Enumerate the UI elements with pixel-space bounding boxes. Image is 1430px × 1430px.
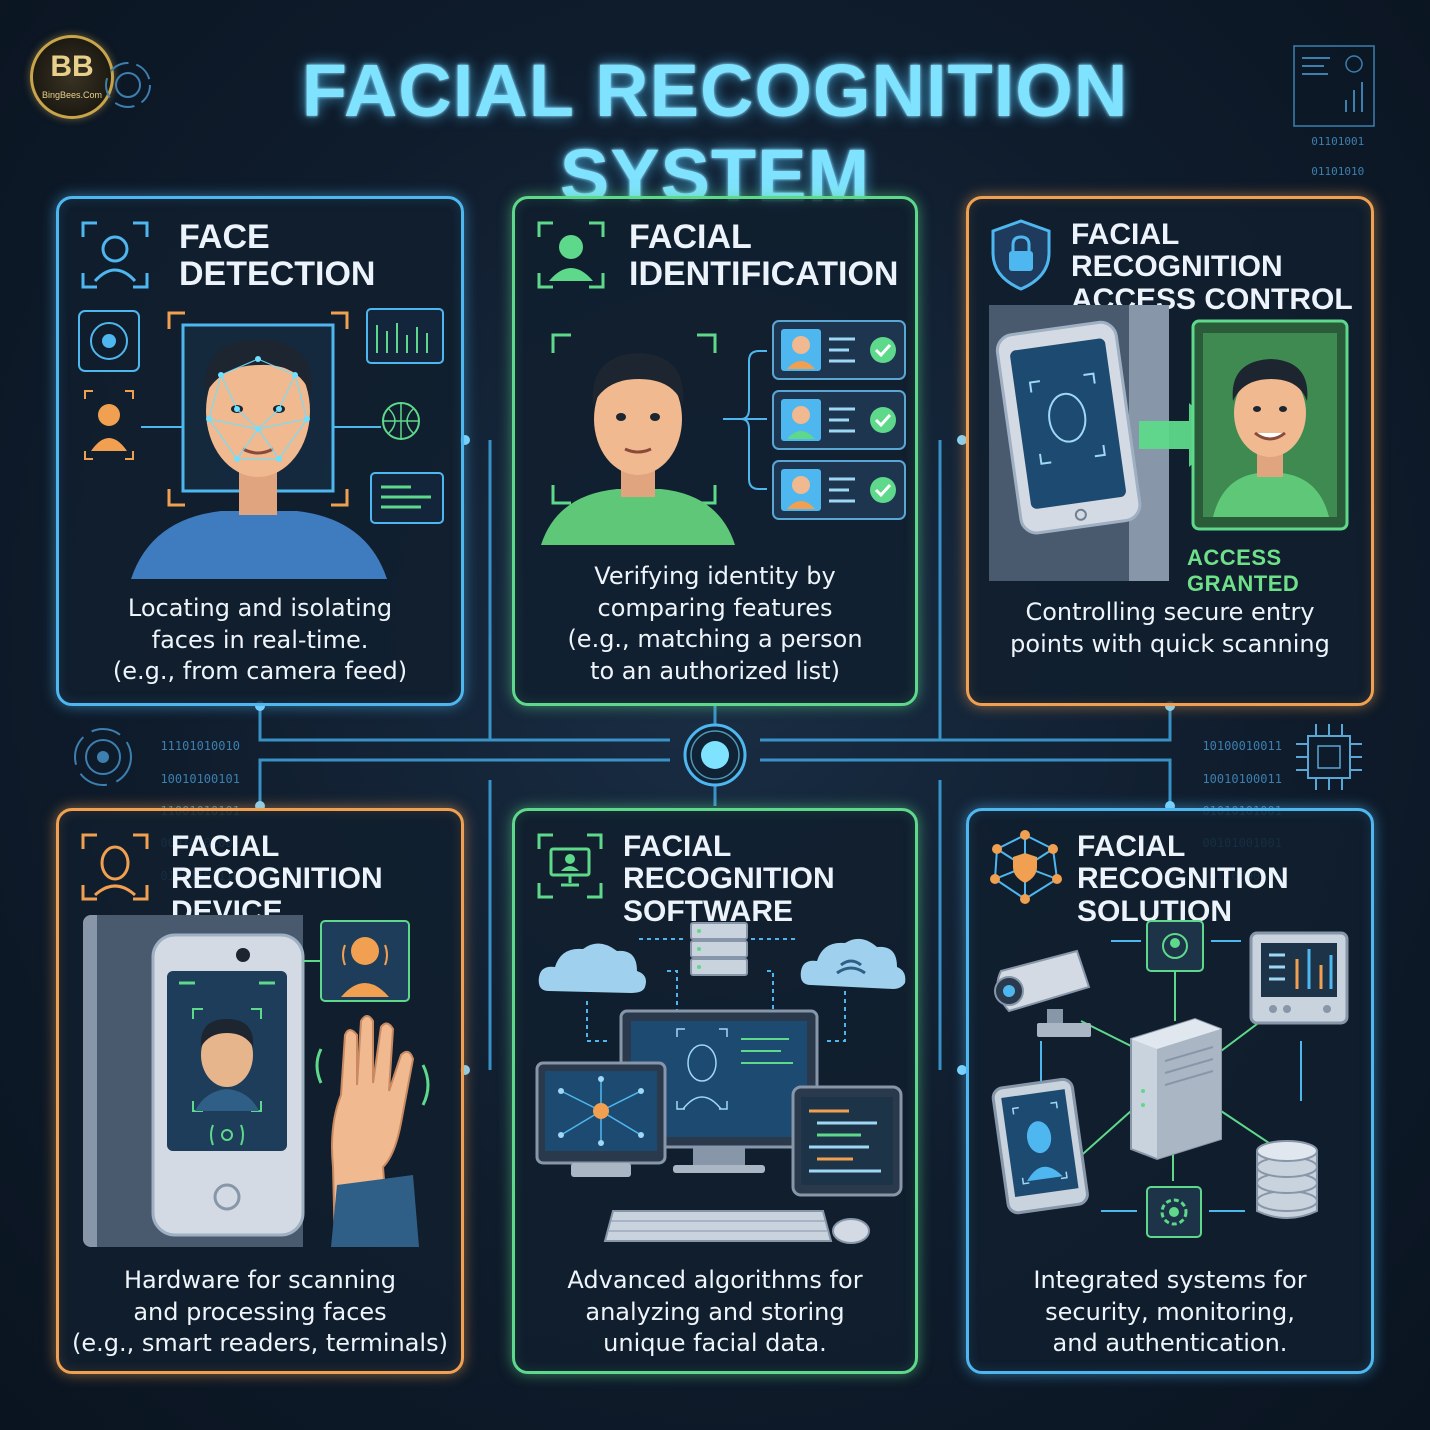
page-title: FACIAL RECOGNITION SYSTEM — [301, 49, 1129, 217]
title-line: FACIAL RECOGNITION — [623, 830, 835, 896]
desc-line: Locating and isolating — [127, 594, 393, 622]
desc-line: Hardware for scanning — [123, 1266, 397, 1294]
desc-line: Controlling secure entry — [1025, 598, 1315, 626]
panel-description: Integrated systems for security, monitor… — [979, 1265, 1361, 1360]
binary-line: 10010100011 — [1202, 771, 1282, 786]
desc-line: (e.g., smart readers, terminals) — [72, 1329, 448, 1358]
face-scan-icon — [81, 221, 149, 289]
desc-line: unique facial data. — [603, 1329, 827, 1358]
title-line: DETECTION — [179, 254, 376, 293]
binary-line: 11101010010 — [160, 739, 240, 754]
network-shield-icon — [990, 830, 1062, 904]
desc-line: (e.g., from camera feed) — [112, 657, 408, 686]
desc-line: security, monitoring, — [1045, 1297, 1295, 1326]
panel-recognition-solution: FACIAL RECOGNITION SOLUTION — [966, 808, 1374, 1374]
title-line: IDENTIFICATION — [629, 254, 899, 293]
access-control-illustration — [989, 305, 1349, 581]
panel-recognition-software: FACIAL RECOGNITION SOFTWARE — [512, 808, 918, 1374]
chip-icon — [1296, 724, 1362, 790]
title-line: FACIAL RECOGNITION — [1071, 218, 1283, 284]
software-illustration — [535, 922, 906, 1244]
panel-description: Controlling secure entry points with qui… — [979, 597, 1361, 660]
desc-line: analyzing and storing — [585, 1297, 845, 1326]
person-id-icon — [537, 221, 605, 289]
monitor-person-icon — [537, 833, 603, 899]
logo-mark: BB — [50, 50, 94, 83]
binary-line: 01101001 — [1311, 134, 1365, 148]
hud-circle-icon — [105, 62, 151, 108]
desc-line: Verifying identity by — [594, 562, 836, 590]
access-granted-label: ACCESS GRANTED — [1187, 545, 1300, 596]
device-illustration — [83, 915, 430, 1247]
solution-illustration — [991, 920, 1349, 1238]
shield-lock-icon — [991, 219, 1051, 291]
panel-title: FACE DETECTION — [179, 219, 375, 292]
panel-title: FACIAL RECOGNITION SOFTWARE — [623, 830, 915, 928]
desc-line: points with quick scanning — [1010, 629, 1330, 658]
panel-description: Locating and isolating faces in real-tim… — [69, 593, 451, 688]
panel-recognition-device: FACIAL RECOGNITION DEVICE Hardware for s… — [56, 808, 464, 1374]
desc-line: and authentication. — [1052, 1329, 1288, 1358]
panel-title: FACIAL RECOGNITION DEVICE — [171, 830, 461, 928]
desc-line: faces in real-time. — [151, 625, 369, 654]
face-detection-illustration — [78, 308, 444, 579]
panel-face-detection: FACE DETECTION — [56, 196, 464, 706]
binary-line: 10100010011 — [1202, 739, 1282, 754]
panel-facial-identification: FACIAL IDENTIFICATION — [512, 196, 918, 706]
panel-description: Advanced algorithms for analyzing and st… — [525, 1265, 905, 1360]
panel-title: FACIAL RECOGNITION SOLUTION — [1077, 830, 1371, 928]
panel-description: Verifying identity by comparing features… — [525, 561, 905, 688]
brand-logo: BB BingBees.Com — [30, 35, 114, 119]
desc-line: and processing faces — [133, 1297, 387, 1326]
panel-description: Hardware for scanning and processing fac… — [69, 1265, 451, 1360]
title-line: FACE — [179, 218, 270, 256]
desc-line: comparing features — [597, 593, 833, 622]
binary-line: 01101010 — [1311, 164, 1365, 178]
title-line: FACIAL — [629, 218, 752, 256]
identification-illustration — [541, 320, 906, 545]
title-line: FACIAL RECOGNITION — [1077, 830, 1289, 896]
panel-title: FACIAL IDENTIFICATION — [629, 219, 898, 292]
title-line: FACIAL RECOGNITION — [171, 830, 383, 896]
binary-top-right: 01101001 01101010 — [1298, 120, 1364, 179]
logo-text: BingBees.Com — [41, 90, 103, 100]
desc-line: Integrated systems for — [1033, 1266, 1307, 1294]
binary-line: 10010100101 — [160, 771, 240, 786]
face-scan-icon — [81, 833, 149, 901]
desc-line: (e.g., matching a person — [567, 625, 863, 654]
desc-line: Advanced algorithms for — [567, 1266, 863, 1294]
desc-line: to an authorized list) — [590, 657, 840, 686]
hud-chart-icon — [1293, 45, 1375, 127]
hud-ring-icon — [74, 728, 132, 786]
panel-access-control: FACIAL RECOGNITION ACCESS CONTROL ACCESS… — [966, 196, 1374, 706]
